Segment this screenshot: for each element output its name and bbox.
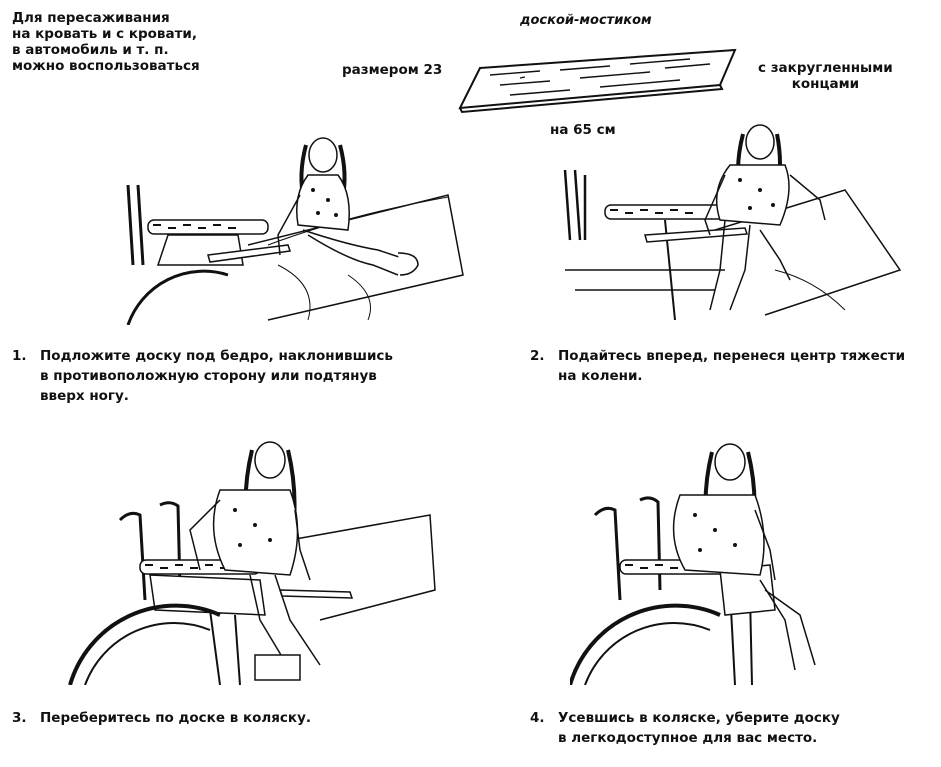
step4-illustration [570,440,900,685]
step3-text: Переберитесь по доске в коляску. [40,710,312,726]
transfer-board-illustration [450,40,750,120]
board-title: доской-мостиком [520,13,652,28]
board-ends-label: с закругленными концами [758,60,893,92]
step1-number: 1. [12,348,27,364]
step2-illustration [545,120,905,320]
step1-text: Подложите доску под бедро, наклонившись … [40,348,393,404]
step3-number: 3. [12,710,27,726]
step4-number: 4. [530,710,545,726]
step1-caption: 1. Подложите доску под бедро, наклонивши… [12,346,432,410]
step4-caption: 4. Усевшись в коляске, уберите доску в л… [530,708,940,752]
step4-text: Усевшись в коляске, уберите доску в легк… [558,710,840,746]
step2-caption: 2. Подайтесь вперед, перенеся центр тяже… [530,346,940,390]
intro-text: Для пересаживания на кровать и с кровати… [12,10,200,74]
step3-caption: 3. Переберитесь по доске в коляску. [12,708,432,732]
board-size-label: размером 23 [342,62,443,78]
board-length-label: на 65 см [550,122,616,138]
step1-illustration [118,125,468,325]
step2-text: Подайтесь вперед, перенеся центр тяжести… [558,348,906,384]
step2-number: 2. [530,348,545,364]
step3-illustration [60,440,440,685]
